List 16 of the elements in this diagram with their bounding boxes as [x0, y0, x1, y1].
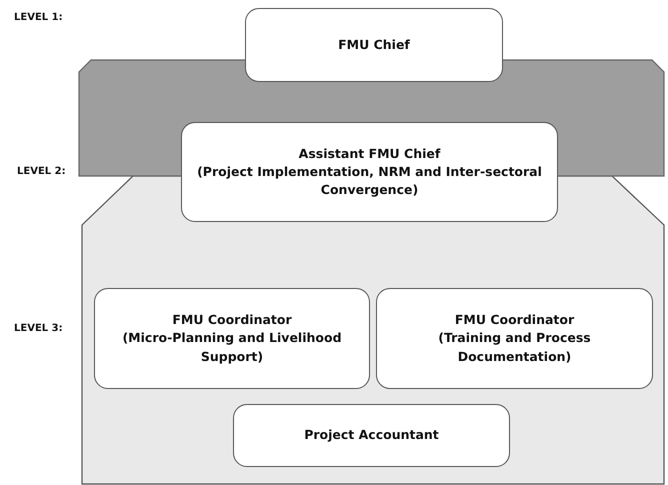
- level-label: LEVEL 2:: [17, 166, 66, 177]
- position-description: (Micro-Planning and Livelihood Support): [121, 329, 343, 366]
- position-box: [94, 288, 370, 389]
- level-label: LEVEL 3:: [14, 323, 63, 334]
- position-box: [376, 288, 653, 389]
- position-box: [245, 8, 503, 82]
- position-title: FMU Chief: [338, 36, 410, 54]
- position-description: (Training and Process Documentation): [437, 329, 592, 366]
- position-box: [233, 404, 510, 467]
- position-description: (Project Implementation, NRM and Inter-sectoral Convergence): [196, 162, 543, 200]
- position-title: FMU Coordinator: [454, 311, 574, 330]
- position-title: Assistant FMU Chief: [298, 144, 440, 163]
- position-box: [181, 122, 558, 222]
- position-title: Project Accountant: [304, 426, 439, 444]
- position-title: FMU Coordinator: [172, 311, 292, 330]
- level-label: LEVEL 1:: [14, 12, 63, 23]
